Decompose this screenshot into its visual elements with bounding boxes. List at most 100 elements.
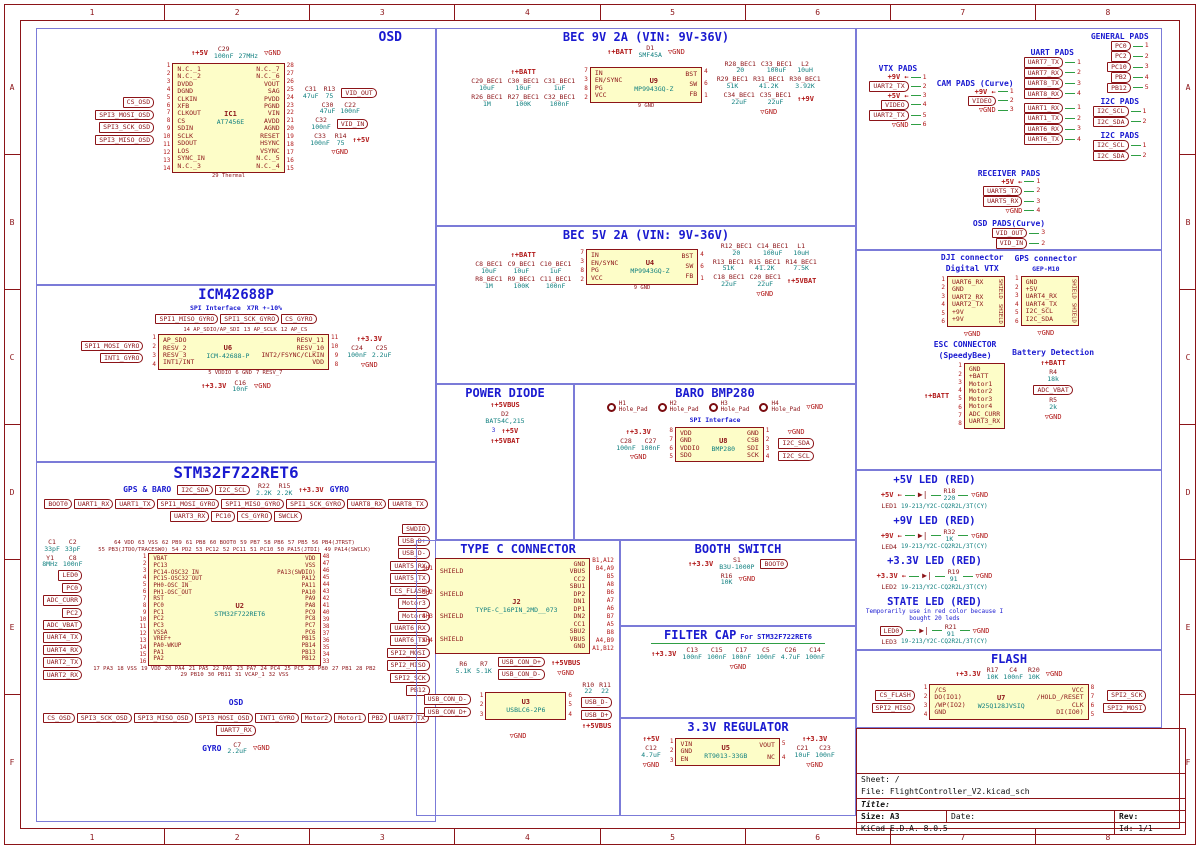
component-ref: R4 <box>1049 368 1058 377</box>
pin-name: SHIELD <box>439 612 464 621</box>
component-ref: R13 <box>323 84 336 93</box>
wire <box>910 76 921 78</box>
gnd-symbol: ▽GND <box>1010 249 1027 250</box>
pin-name: PC9 <box>305 609 316 616</box>
net-label: CS_OSD <box>122 97 155 108</box>
pin-number: 1 <box>669 737 674 745</box>
component-ref: D1 <box>646 44 655 52</box>
ic-ref: U4 <box>645 259 655 268</box>
component-value: 5.1K <box>476 667 492 676</box>
net-label: USB_D- <box>580 697 613 708</box>
pin-number: 37 <box>322 630 330 637</box>
component-ref: R29_BEC1 <box>716 75 749 84</box>
ruler-mark-4: 4 <box>455 4 601 20</box>
gnd-symbol: ▽GND <box>1005 206 1023 215</box>
net-label: I2C_SDA <box>177 484 213 496</box>
pin-name: VBUS <box>569 567 586 576</box>
wire <box>997 109 1008 111</box>
net-label: UART5_TX <box>390 573 430 584</box>
ic-ref: J2 <box>512 597 521 606</box>
pad-group-title: OSD PADS(Curve) <box>972 218 1046 228</box>
pin-number: 3 <box>1076 124 1081 133</box>
component-ref: C30_BEC1 <box>507 77 539 86</box>
wire <box>1130 110 1141 112</box>
component-ref: R18 <box>943 487 956 496</box>
gnd-symbol: ▽GND <box>1037 329 1055 338</box>
pin-name: SDI <box>747 443 759 452</box>
pin-number: 6 <box>700 262 704 270</box>
wire <box>910 95 921 97</box>
wire <box>930 494 941 496</box>
pin-name: VCC <box>594 91 607 100</box>
gnd-symbol: ▽GND <box>331 148 349 157</box>
net-label: SPI1_MISO_GYRO <box>221 498 285 510</box>
pin: 26 PB0 <box>308 665 328 672</box>
section-subtitle: For STM32F722RET6 <box>740 633 812 641</box>
power-flag-+BATT: ↑+BATT <box>510 68 536 77</box>
pin-name: VOUT <box>264 79 280 88</box>
pin-number: 5 <box>166 93 171 101</box>
component-value: B3U-1000P <box>719 562 755 571</box>
pin-name: PG <box>594 83 603 92</box>
section-title: OSD <box>378 30 402 45</box>
wire <box>1024 181 1035 183</box>
pin-number: 2 <box>923 692 928 700</box>
net-label: SPI2_MISO <box>386 660 430 671</box>
pin-names-left <box>490 695 494 717</box>
ic-ref: U8 <box>719 436 728 445</box>
pin-name: UART4_TX <box>1025 299 1057 308</box>
net-label: VID_OUT <box>991 227 1028 239</box>
pin-number: 3 <box>958 378 962 386</box>
component-ref: L1 <box>797 242 806 250</box>
component-ref: R19 <box>947 568 960 577</box>
wire <box>909 575 920 577</box>
pin-name: PGND <box>264 101 280 110</box>
component-value: 2k <box>1049 403 1058 412</box>
pin-name: SDIN <box>177 124 194 133</box>
pin-name: VCC <box>590 273 603 282</box>
pin-number: 2 <box>941 284 945 292</box>
ic-ref: U6 <box>223 343 233 352</box>
pin-number: 23 <box>286 101 294 109</box>
subtitle-label: SPI Interface <box>689 415 741 424</box>
net-label: PB2 <box>1110 72 1131 83</box>
pin-name: PA13(SWDIO) <box>277 569 316 576</box>
shield-label: SHIELD <box>997 303 1003 324</box>
pin-number: 8 <box>669 426 673 434</box>
title-block-file: File: FlightController_V2.kicad_sch <box>861 787 1030 796</box>
hole-ref: H3 <box>720 400 728 407</box>
section-title: BOOTH SWITCH <box>694 542 782 556</box>
